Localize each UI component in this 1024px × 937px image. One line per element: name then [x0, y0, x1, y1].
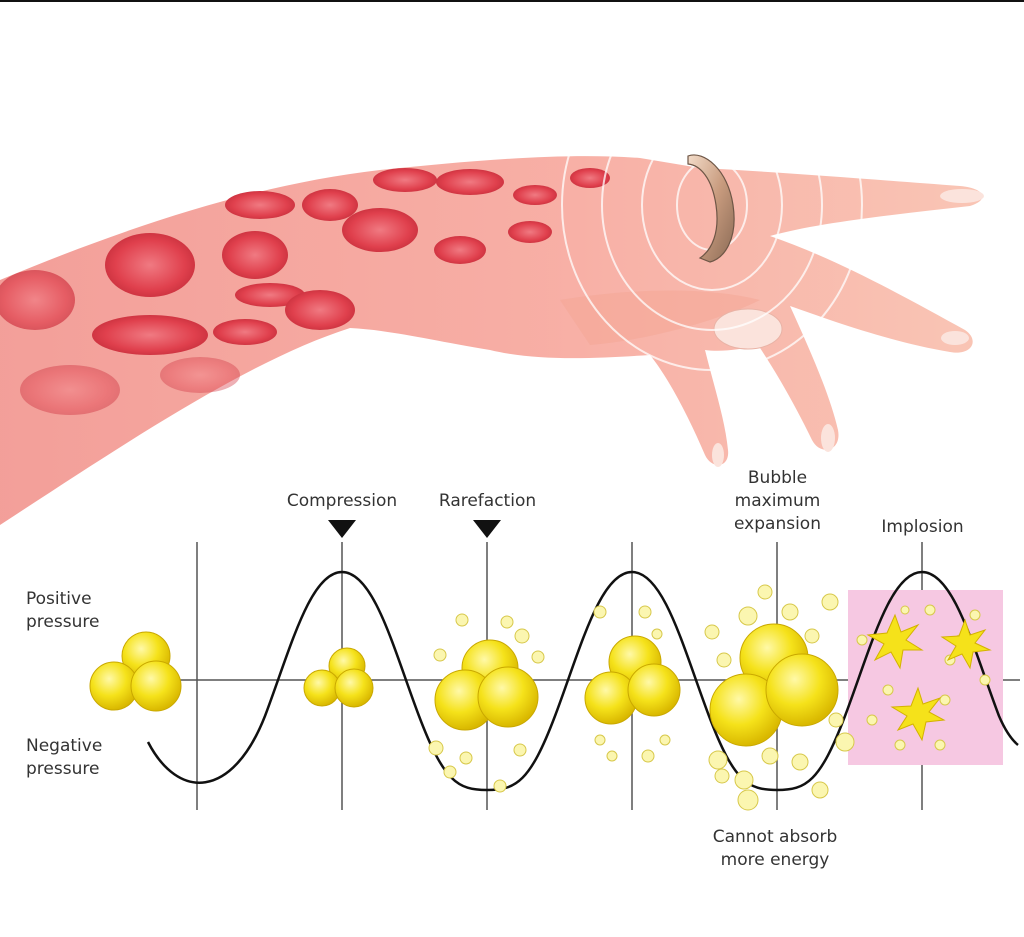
blood-cell — [235, 283, 305, 307]
fingernail — [712, 443, 724, 467]
blood-cell — [222, 231, 288, 279]
fingernail — [941, 331, 969, 345]
bubble-cluster — [303, 647, 374, 708]
blood-cell — [373, 168, 437, 192]
cannot-absorb-label: Cannot absorb more energy — [712, 827, 838, 870]
blood-cell — [434, 236, 486, 264]
rarefaction-marker — [473, 520, 501, 538]
sound-wave — [146, 570, 1019, 792]
blood-cell — [285, 290, 355, 330]
implosion-bursts — [866, 613, 992, 742]
bubble-cluster — [89, 631, 182, 712]
implosion-label: Implosion — [881, 517, 964, 537]
compression-label: Compression — [286, 491, 398, 511]
bubble-cluster — [584, 635, 681, 725]
blood-cells — [0, 168, 610, 415]
bubble-expansion-label: Bubble maximum expansion — [734, 468, 821, 534]
blood-cell — [0, 270, 75, 330]
blood-cell — [92, 315, 208, 355]
blood-cell — [225, 191, 295, 219]
blood-cell — [436, 169, 504, 195]
micro-bubbles — [428, 584, 991, 811]
bubble-cluster — [709, 623, 839, 747]
blood-cell — [160, 357, 240, 393]
vibration-rings — [561, 39, 863, 371]
compression-marker — [328, 520, 356, 538]
bubble — [765, 653, 839, 727]
hand-shading — [560, 290, 760, 345]
blood-cell — [20, 365, 120, 415]
bubble — [334, 668, 374, 708]
burst-icon — [940, 618, 992, 670]
burst-icon — [866, 613, 924, 670]
arm-illustration — [0, 39, 984, 525]
bubble — [627, 663, 681, 717]
blood-cell — [105, 233, 195, 297]
positive-pressure-label: Positive pressure — [26, 589, 100, 632]
bubble-cluster — [434, 639, 539, 731]
pressure-graph — [89, 520, 1020, 811]
fingernail — [940, 189, 984, 203]
burst-icon — [890, 686, 946, 742]
blood-cell — [213, 319, 277, 345]
bubble — [130, 660, 182, 712]
bubble — [477, 666, 539, 728]
fingernail — [821, 424, 835, 452]
top-border — [0, 0, 1024, 2]
blood-cell — [570, 168, 610, 188]
blood-cell — [302, 189, 358, 221]
negative-pressure-label: Negative pressure — [26, 736, 103, 779]
blood-cell — [508, 221, 552, 243]
rarefaction-label: Rarefaction — [438, 491, 537, 511]
blood-cell — [342, 208, 418, 252]
blood-cell — [513, 185, 557, 205]
finger-ring — [687, 154, 735, 263]
